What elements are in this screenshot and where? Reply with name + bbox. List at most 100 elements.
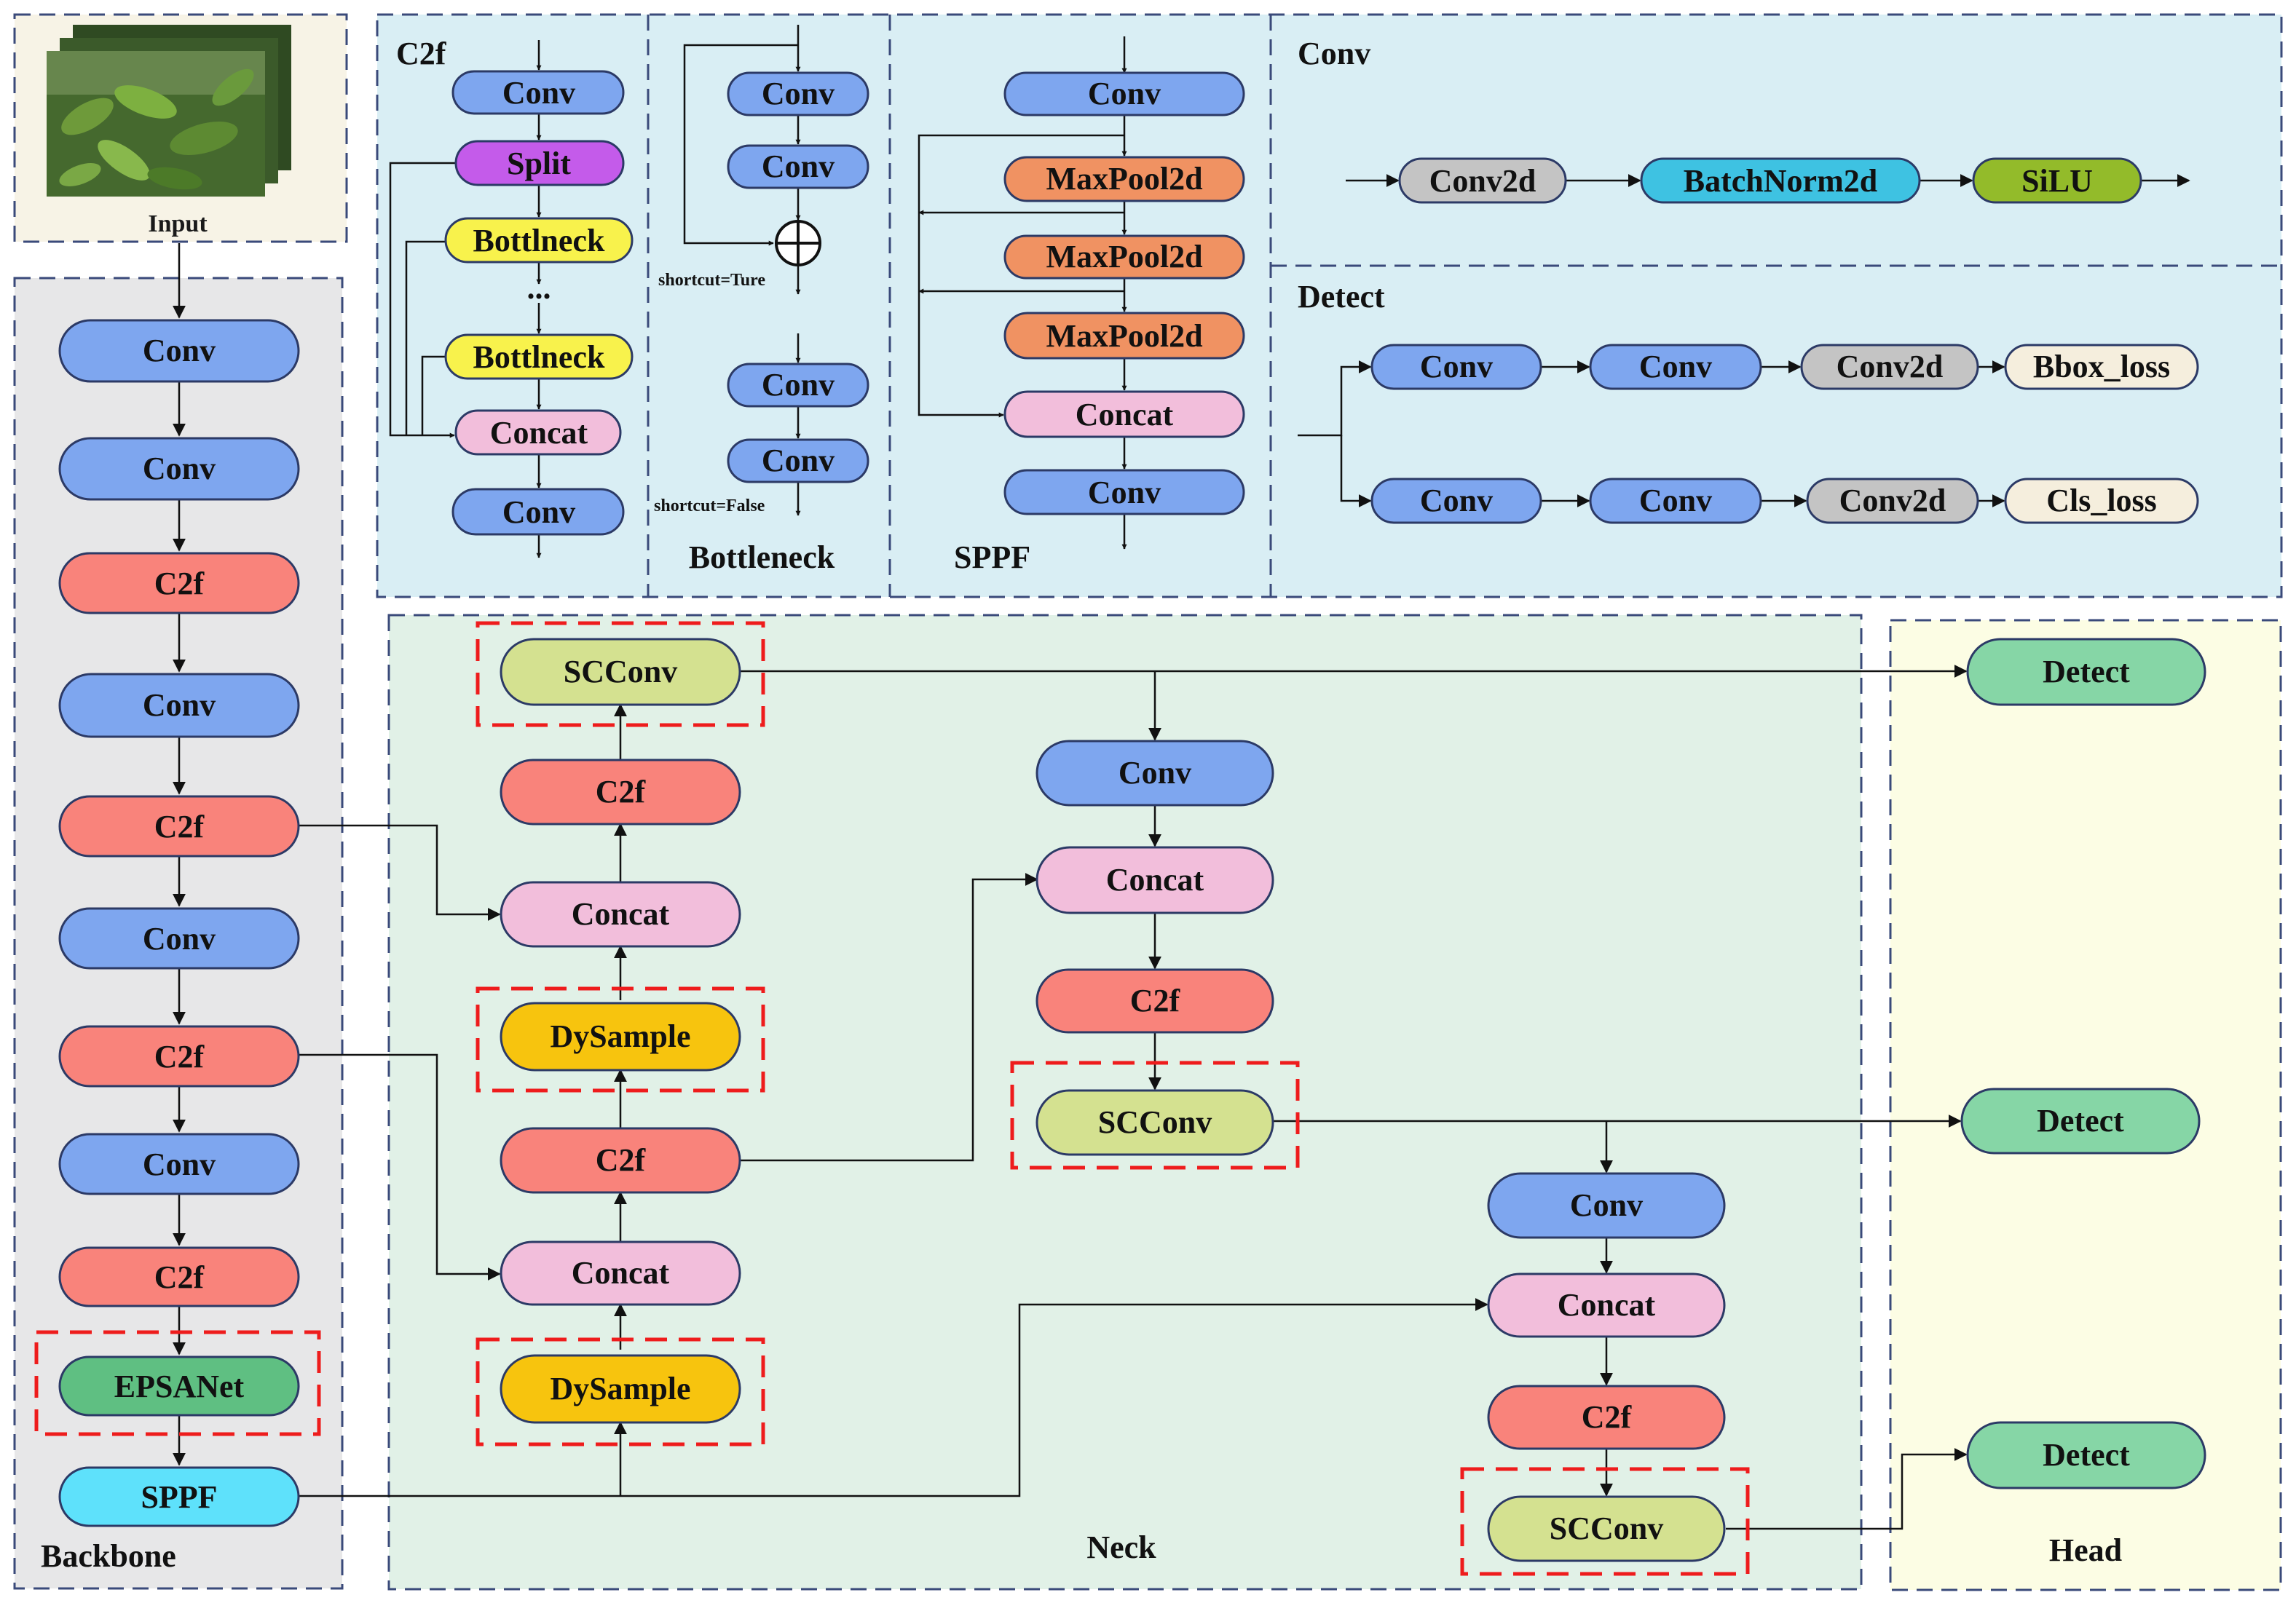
svg-text:SCConv: SCConv: [1550, 1511, 1664, 1546]
c2f-module-concat: Concat: [454, 409, 622, 456]
highlight-boxes: [34, 621, 1750, 1576]
connectors: [173, 25, 2190, 1530]
backbone-c2f-3: C2f: [58, 1025, 300, 1088]
svg-text:C2f: C2f: [1582, 1399, 1633, 1435]
svg-text:C2f: C2f: [596, 774, 647, 810]
neck-c2f-3: C2f: [1035, 968, 1274, 1034]
svg-text:DySample: DySample: [550, 1371, 690, 1406]
bottleneck-module-conv-1: Conv: [727, 71, 869, 116]
svg-text:Bottlneck: Bottlneck: [473, 339, 605, 375]
svg-text:Detect: Detect: [2043, 654, 2130, 689]
detect-module-conv-4: Conv: [1589, 478, 1762, 524]
conv-module-conv2d: Conv2d: [1398, 157, 1567, 204]
sppf-module-conv-2: Conv: [1003, 469, 1245, 515]
neck-concat-3: Concat: [1035, 846, 1274, 914]
neck-conv-1: Conv: [1035, 740, 1274, 807]
c2f-module-split: Split: [454, 140, 625, 186]
neck-scconv-3: SCConv: [1487, 1495, 1726, 1562]
svg-text:C2f: C2f: [1130, 983, 1181, 1018]
conv-module-silu: SiLU: [1972, 157, 2142, 204]
backbone-epsanet: EPSANet: [58, 1355, 300, 1417]
neck-scconv-1: SCConv: [500, 638, 741, 706]
svg-text:Conv2d: Conv2d: [1837, 349, 1944, 384]
svg-text:Conv: Conv: [502, 75, 575, 111]
neck-concat-2: Concat: [500, 1240, 741, 1306]
neck-concat-1: Concat: [500, 881, 741, 948]
svg-text:Cls_loss: Cls_loss: [2046, 483, 2157, 518]
c2f-module-ellipsis: ...: [527, 270, 551, 306]
head-detect-2: Detect: [1960, 1088, 2201, 1155]
svg-text:EPSANet: EPSANet: [114, 1369, 245, 1404]
neck-c2f-4: C2f: [1487, 1385, 1726, 1450]
detect-module-conv-3: Conv: [1370, 478, 1542, 524]
detect-module-conv2d-2: Conv2d: [1806, 478, 1979, 524]
svg-text:Conv: Conv: [1639, 483, 1712, 518]
backbone-conv-1: Conv: [58, 319, 300, 383]
backbone-conv-2: Conv: [58, 437, 300, 501]
svg-text:SPPF: SPPF: [141, 1479, 217, 1515]
svg-text:C2f: C2f: [154, 566, 205, 601]
sppf-module-title: SPPF: [954, 539, 1030, 575]
add-symbol-icon: [775, 220, 821, 266]
svg-text:Bottlneck: Bottlneck: [473, 223, 605, 258]
svg-text:Detect: Detect: [2037, 1103, 2124, 1139]
svg-text:Conv: Conv: [762, 443, 835, 478]
neck-dysample-1: DySample: [500, 1002, 741, 1072]
backbone-c2f-2: C2f: [58, 795, 300, 858]
svg-text:Conv: Conv: [762, 76, 835, 111]
backbone-conv-4: Conv: [58, 907, 300, 970]
neck-scconv-2: SCConv: [1035, 1089, 1274, 1156]
backbone-title: Backbone: [41, 1538, 176, 1574]
svg-text:C2f: C2f: [596, 1142, 647, 1178]
svg-text:Conv: Conv: [502, 494, 575, 530]
c2f-module-title: C2f: [396, 36, 447, 71]
neck-title: Neck: [1086, 1529, 1156, 1565]
sppf-module-conv-1: Conv: [1003, 71, 1245, 116]
svg-text:Concat: Concat: [1558, 1287, 1656, 1323]
svg-text:Conv: Conv: [1570, 1187, 1643, 1223]
backbone-conv-5: Conv: [58, 1133, 300, 1195]
svg-text:SiLU: SiLU: [2021, 163, 2093, 199]
svg-text:Conv: Conv: [143, 1147, 216, 1182]
c2f-module-bottleneck-1: Bottlneck: [444, 217, 634, 264]
svg-text:Conv: Conv: [143, 451, 216, 486]
neck-concat-4: Concat: [1487, 1272, 1726, 1338]
backbone-c2f-4: C2f: [58, 1246, 300, 1307]
bottleneck-module-conv-4: Conv: [727, 438, 869, 483]
svg-text:MaxPool2d: MaxPool2d: [1046, 239, 1202, 274]
svg-text:Conv: Conv: [1420, 483, 1493, 518]
svg-text:C2f: C2f: [154, 809, 205, 844]
sppf-module-maxpool-2: MaxPool2d: [1003, 234, 1245, 280]
sppf-module-concat: Concat: [1003, 390, 1245, 438]
detect-module-cls-loss: Cls_loss: [2004, 478, 2199, 524]
svg-text:Concat: Concat: [1076, 397, 1174, 432]
neck-c2f-2: C2f: [500, 1127, 741, 1194]
svg-text:Conv: Conv: [1420, 349, 1493, 384]
bottleneck-module-title: Bottleneck: [689, 539, 835, 575]
svg-text:Split: Split: [507, 146, 571, 181]
c2f-module-conv-1: Conv: [451, 70, 625, 115]
detect-module-conv-1: Conv: [1370, 344, 1542, 390]
svg-text:Conv: Conv: [762, 367, 835, 403]
head-title: Head: [2049, 1532, 2122, 1568]
backbone-conv-3: Conv: [58, 673, 300, 738]
detect-module-conv2d-1: Conv2d: [1800, 344, 1979, 390]
detect-module-conv-2: Conv: [1589, 344, 1762, 390]
svg-text:Conv: Conv: [143, 333, 216, 368]
svg-text:Concat: Concat: [572, 896, 670, 932]
svg-text:Conv2d: Conv2d: [1839, 483, 1946, 518]
svg-text:DySample: DySample: [550, 1018, 690, 1054]
svg-text:C2f: C2f: [154, 1259, 205, 1295]
svg-text:MaxPool2d: MaxPool2d: [1046, 318, 1202, 354]
svg-text:Conv: Conv: [143, 921, 216, 957]
svg-text:Detect: Detect: [2043, 1437, 2130, 1473]
backbone-sppf: SPPF: [58, 1466, 300, 1527]
svg-text:Concat: Concat: [1106, 862, 1204, 898]
detect-module-bbox-loss: Bbox_loss: [2004, 344, 2199, 390]
shortcut-false-note: shortcut=False: [654, 496, 765, 515]
bottleneck-module-conv-3: Conv: [727, 363, 869, 408]
svg-text:Conv: Conv: [143, 687, 216, 723]
neck-c2f-1: C2f: [500, 759, 741, 826]
svg-text:SCConv: SCConv: [564, 654, 678, 689]
